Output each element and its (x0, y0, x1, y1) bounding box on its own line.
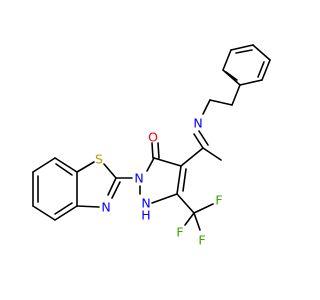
bond (76, 205, 100, 208)
bond (146, 157, 155, 172)
atom-labels: S N N N H O N F F F (95, 116, 223, 248)
bond (193, 133, 204, 149)
bond (103, 163, 117, 179)
pyrazole-nitrogen-atom: N (134, 171, 143, 186)
bond (54, 157, 78, 173)
bond (32, 157, 56, 173)
bond (193, 203, 214, 214)
bond (111, 181, 121, 199)
fluorine-atom-bottom: F (198, 233, 205, 248)
sulfur-atom: S (95, 152, 103, 167)
bond (151, 193, 178, 204)
molecule-canvas: S N N N H O N F F F (32, 44, 271, 248)
bond (180, 147, 204, 167)
bond (239, 79, 263, 86)
imine-nitrogen-atom: N (193, 116, 202, 131)
bond (209, 99, 233, 106)
bond (222, 49, 232, 71)
bond (198, 130, 209, 146)
bond (151, 142, 154, 159)
fluorine-atom-top: F (176, 225, 183, 240)
bond (54, 202, 73, 215)
bond (225, 71, 238, 81)
bond (157, 142, 160, 159)
bond (202, 99, 211, 115)
carbonyl-oxygen-atom: O (148, 130, 158, 145)
bond (176, 193, 195, 214)
bond (231, 84, 241, 106)
fluorine-atom-right: F (215, 193, 222, 208)
bond (176, 165, 182, 195)
bond (54, 205, 78, 221)
bond (202, 147, 222, 161)
bond (193, 212, 201, 231)
thiazole-nitrogen-atom: N (101, 200, 110, 215)
bond (252, 44, 271, 61)
bond (76, 161, 95, 173)
bond (55, 163, 73, 176)
bond (184, 212, 195, 226)
pyrazole-nh-nitrogen-atom: N (141, 196, 150, 211)
bond (32, 205, 56, 221)
bonds (32, 44, 271, 231)
bond (235, 49, 253, 54)
bond (182, 168, 187, 192)
bond (153, 157, 182, 167)
molecule-structure: S N N N H O N F F F (32, 44, 271, 248)
bond (257, 61, 265, 78)
pyrazole-nh-hydrogen-atom: H (141, 208, 150, 223)
bond (107, 177, 117, 196)
bond (261, 59, 271, 81)
bond (230, 44, 254, 51)
